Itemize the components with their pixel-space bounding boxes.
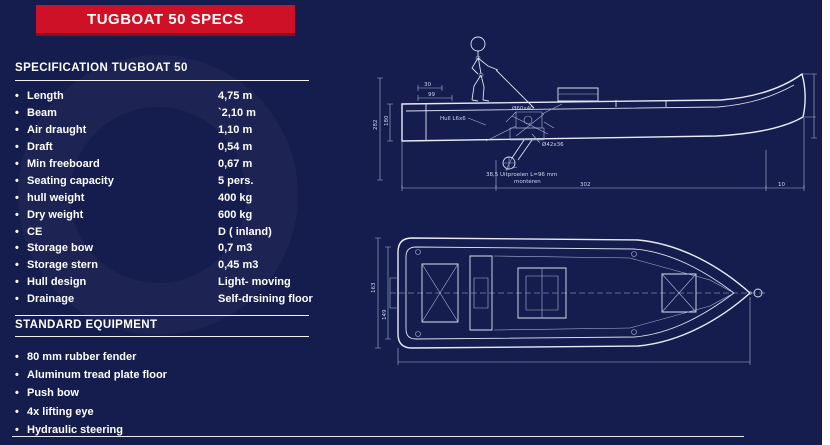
- spec-value: 0,45 m3: [218, 259, 259, 272]
- bullet-icon: •: [15, 124, 19, 137]
- tugboat-plan-view-drawing: 163 149: [371, 222, 771, 372]
- bullet-icon: •: [15, 141, 19, 154]
- spec-value: 0,54 m: [218, 141, 253, 154]
- spec-row-hull-weight: • hull weight 400 kg: [15, 189, 355, 206]
- specification-divider: [15, 80, 309, 81]
- spec-value: Self-drsining floor: [218, 293, 313, 306]
- equipment-label: Hydraulic steering: [27, 423, 123, 436]
- bullet-icon: •: [15, 174, 19, 187]
- bullet-icon: •: [15, 369, 19, 382]
- spec-row-storage-stern: • Storage stern 0,45 m3: [15, 257, 355, 274]
- bottom-divider: [12, 436, 744, 437]
- title-banner: TUGBOAT 50 SPECS: [36, 5, 295, 36]
- spec-label: Min freeboard: [27, 158, 100, 170]
- bullet-icon: •: [15, 191, 19, 204]
- spec-row-drainage: • Drainage Self-drsining floor: [15, 291, 355, 308]
- bullet-icon: •: [15, 387, 19, 400]
- equipment-item: • 4x lifting eye: [15, 403, 355, 421]
- bullet-icon: •: [15, 423, 19, 436]
- page-right-edge: [822, 0, 830, 445]
- spec-value: 5 pers.: [218, 174, 254, 187]
- svg-text:Hull L6x6: Hull L6x6: [440, 116, 466, 122]
- bullet-icon: •: [15, 208, 19, 221]
- svg-text:Ø60x40: Ø60x40: [512, 105, 534, 112]
- bullet-icon: •: [15, 276, 19, 289]
- bullet-icon: •: [15, 107, 19, 120]
- svg-text:282: 282: [373, 120, 379, 131]
- spec-value: 0,7 m3: [218, 242, 253, 255]
- tugboat-side-view-drawing: 30 99 282 180 302 10 Hull L6x6 Ø60x40 Ø4…: [373, 30, 824, 222]
- spec-row-dry-weight: • Dry weight 600 kg: [15, 206, 355, 223]
- svg-text:38,5 Uitproeien L=96 mm: 38,5 Uitproeien L=96 mm: [486, 172, 557, 178]
- spec-row-draft: • Draft 0,54 m: [15, 139, 355, 156]
- spec-value: 1,10 m: [218, 124, 253, 137]
- spec-label: Draft: [27, 141, 53, 154]
- svg-text:10: 10: [778, 182, 785, 188]
- page-title: TUGBOAT 50 SPECS: [87, 10, 244, 28]
- bullet-icon: •: [15, 405, 19, 418]
- equipment-label: Push bow: [27, 387, 79, 400]
- spec-row-storage-bow: • Storage bow 0,7 m3: [15, 240, 355, 257]
- svg-text:30: 30: [424, 82, 431, 88]
- spec-label: Dry weight: [27, 208, 84, 221]
- equipment-item: • 80 mm rubber fender: [15, 348, 355, 366]
- spec-row-air-draught: • Air draught 1,10 m: [15, 122, 355, 139]
- spec-row-ce: • CE D ( inland): [15, 223, 355, 240]
- equipment-heading: STANDARD EQUIPMENT: [15, 319, 158, 331]
- bullet-icon: •: [15, 90, 19, 103]
- svg-text:163: 163: [371, 282, 377, 293]
- spec-value: D ( inland): [218, 225, 272, 238]
- spec-label: hull weight: [27, 191, 85, 204]
- equipment-item: • Push bow: [15, 384, 355, 402]
- spec-row-beam: • Beam `2,10 m: [15, 105, 355, 122]
- spec-label: Storage stern: [27, 259, 98, 272]
- spec-label: Drainage: [27, 293, 75, 306]
- specification-list: • Length 4,75 m • Beam `2,10 m • Air dra…: [15, 88, 355, 308]
- spec-label: Storage bow: [27, 242, 94, 255]
- spec-row-length: • Length 4,75 m: [15, 88, 355, 105]
- specification-heading: SPECIFICATION TUGBOAT 50: [15, 62, 188, 74]
- equipment-item: • Aluminum tread plate floor: [15, 366, 355, 384]
- spec-value: 400 kg: [218, 191, 253, 204]
- bullet-icon: •: [15, 351, 19, 364]
- spec-row-seating-capacity: • Seating capacity 5 pers.: [15, 172, 355, 189]
- spec-row-min-freeboard: • Min freeboard 0,67 m: [15, 156, 355, 173]
- spec-label: Hull design: [27, 276, 87, 289]
- spec-value: 600 kg: [218, 208, 253, 221]
- equipment-divider-bottom: [15, 336, 309, 337]
- spec-value: 0,67 m: [218, 158, 253, 170]
- svg-text:149: 149: [382, 309, 388, 320]
- equipment-item: • Hydraulic steering: [15, 421, 355, 439]
- bullet-icon: •: [15, 293, 19, 306]
- bullet-icon: •: [15, 158, 19, 170]
- equipment-label: 4x lifting eye: [27, 405, 94, 418]
- bullet-icon: •: [15, 259, 19, 272]
- spec-label: CE: [27, 225, 43, 238]
- spec-label: Air draught: [27, 124, 87, 137]
- spec-label: Seating capacity: [27, 174, 114, 187]
- equipment-list: • 80 mm rubber fender • Aluminum tread p…: [15, 348, 355, 439]
- svg-text:302: 302: [580, 182, 591, 188]
- spec-value: Light- moving: [218, 276, 291, 289]
- spec-value: `2,10 m: [218, 107, 256, 120]
- equipment-label: 80 mm rubber fender: [27, 351, 137, 364]
- svg-text:99: 99: [428, 92, 435, 98]
- spec-value: 4,75 m: [218, 90, 253, 103]
- bullet-icon: •: [15, 242, 19, 255]
- bullet-icon: •: [15, 225, 19, 238]
- svg-text:Ø42x36: Ø42x36: [542, 141, 564, 148]
- equipment-divider-top: [15, 315, 309, 316]
- equipment-label: Aluminum tread plate floor: [27, 369, 167, 382]
- spec-label: Length: [27, 90, 64, 103]
- svg-text:monteren: monteren: [514, 179, 541, 185]
- spec-row-hull-design: • Hull design Light- moving: [15, 274, 355, 291]
- svg-text:180: 180: [384, 115, 390, 126]
- spec-label: Beam: [27, 107, 57, 120]
